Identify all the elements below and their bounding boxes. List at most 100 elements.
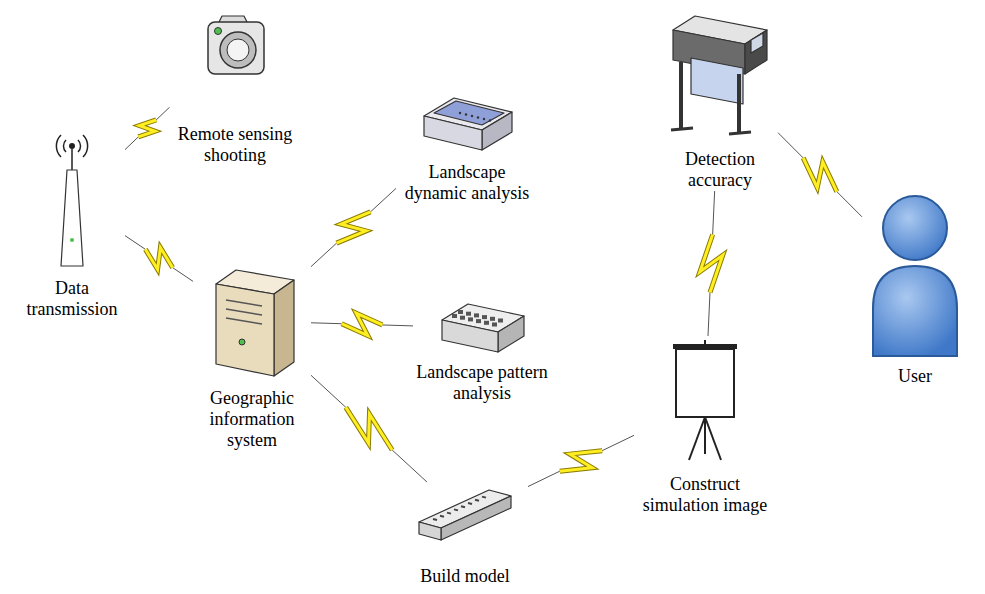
antenna-wave [78,140,81,152]
antenna-wave [63,140,66,152]
screen-leg [704,417,706,454]
lightning-connector [311,313,413,335]
bolt-outline [342,313,383,335]
node-icon [665,336,745,466]
device-port [484,321,489,325]
node-label: Geographic information system [196,388,308,451]
switch-port [440,516,444,517]
lightning-connector [528,435,634,486]
server-slot [226,300,262,306]
icon-node: Landscape dynamic analysis [396,92,538,204]
switch-port [447,513,451,514]
icon-node: Construct simulation image [634,336,776,516]
plotter-side [745,30,767,74]
switch-front [419,522,441,540]
switch-side [441,496,511,540]
switch-port [454,509,458,510]
lightning-connector [125,107,170,149]
device-panel [434,101,504,125]
camera-body [208,22,264,74]
server-slot [226,309,262,315]
connector-line [125,236,193,282]
icon-node: Build model [402,482,528,587]
device-led [476,116,478,118]
plotter-leg [679,62,683,130]
server-side [274,280,294,376]
lightning-connector [125,236,193,282]
node-icon [865,180,965,360]
bolt-outline [346,407,392,450]
plotter-foot [729,132,751,134]
switch-port [433,519,437,520]
bolt-outline [138,120,156,137]
bolt-fill [145,248,172,270]
switch-port [461,506,465,507]
node-label: User [884,366,946,387]
node-label: Data transmission [22,278,122,320]
plotter-foot [671,128,693,130]
camera-lens [220,32,256,68]
bolt-outline [700,235,723,293]
plotter-paper [691,58,743,104]
icon-node: Data transmission [19,130,125,320]
bolt-outline [337,212,371,243]
node-icon [438,298,526,358]
server-front [216,284,274,376]
bolt-fill [803,158,837,192]
node-icon [665,12,775,137]
device-port [490,317,495,321]
device-side [498,316,524,352]
bolt-outline [803,158,837,192]
user-head [883,196,947,260]
connector-line [700,191,723,336]
bolt-outline [145,248,172,270]
device-port [482,315,487,319]
screen-leg [705,417,721,460]
bolt-fill [346,407,392,450]
server-slot [226,318,262,324]
device-port [468,317,473,321]
antenna-wave [83,135,88,157]
connector-line [778,133,862,217]
connector-line [311,313,413,335]
bolt-fill [138,120,156,137]
user-body [873,266,957,356]
antenna-dot [69,143,75,149]
icon-node: Remote sensing shooting [170,4,301,166]
bolt-fill [342,313,383,335]
device-port [476,319,481,323]
device-port [466,312,471,316]
icon-node: User [862,180,968,387]
bolt-fill [560,451,602,471]
connector-line [528,435,634,486]
lightning-connector [311,188,396,266]
device-port [498,319,503,323]
switch-port [482,497,486,498]
node-icon [52,130,92,270]
device-led [482,118,484,120]
screen-leg [689,417,705,460]
device-port [474,313,479,317]
bolt-fill [337,212,371,243]
lightning-connector [700,191,723,336]
connector-line [311,375,427,482]
antenna-mast [71,149,73,170]
node-label: Construct simulation image [637,474,773,516]
icon-node: Detection accuracy [662,12,778,191]
device-led [458,112,460,114]
connector-line [311,188,396,266]
device-led [464,113,466,115]
antenna-light [70,238,74,242]
device-port [460,316,465,320]
node-icon [415,482,515,552]
server-led [239,339,245,345]
node-label: Build model [405,566,525,587]
icon-node: Landscape pattern analysis [413,298,551,404]
switch-port [468,503,472,504]
node-icon [420,92,515,154]
node-label: Remote sensing shooting [173,124,298,166]
plotter-leg [737,74,741,134]
switch-port [475,500,479,501]
antenna-wave [56,135,61,157]
